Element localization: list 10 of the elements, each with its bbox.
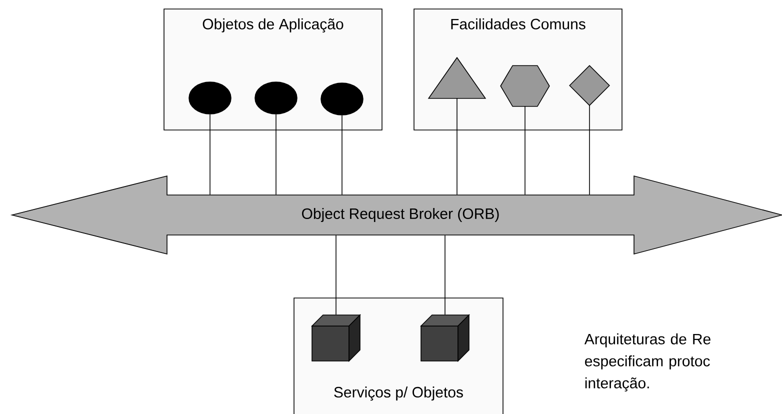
connector-line [524,106,526,195]
connector-line [444,234,446,315]
connector-line [589,105,590,195]
ellipse-shape [254,82,298,114]
diamond-shape [569,65,610,106]
connector-line [456,98,458,195]
ellipse-shape [188,82,232,114]
hexagon-shape [500,65,550,107]
ellipse-shape [320,82,364,116]
note-text: Arquiteturas de Re especificam protoc interação. [584,333,710,392]
